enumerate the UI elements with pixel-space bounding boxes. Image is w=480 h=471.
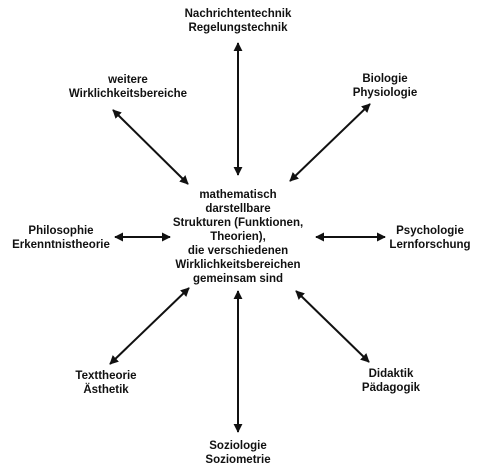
node-lower-right: Didaktik Pädagogik <box>346 367 436 395</box>
node-line: Soziometrie <box>205 454 271 466</box>
center-line: darstellbare <box>205 203 271 215</box>
center-line: mathematisch <box>199 189 277 201</box>
node-line: Lernforschung <box>389 239 471 251</box>
node-line: weitere <box>108 74 148 86</box>
node-upper-right: Biologie Physiologie <box>335 72 435 100</box>
node-upper-left: weitere Wirklichkeitsbereiche <box>58 73 198 101</box>
node-line: Wirklichkeitsbereiche <box>68 88 188 100</box>
node-line: Pädagogik <box>361 382 421 394</box>
center-line: Strukturen (Funktionen, <box>172 217 304 229</box>
arrow-upper-right <box>289 103 371 182</box>
node-line: Didaktik <box>368 368 414 380</box>
center-line: Theorien), <box>210 231 266 243</box>
node-line: Erkenntnistheorie <box>12 239 110 251</box>
node-lower-left: Texttheorie Ästhetik <box>56 369 156 397</box>
node-line: Biologie <box>362 73 408 85</box>
center-line: gemeinsam sind <box>192 273 284 285</box>
node-line: Ästhetik <box>83 384 129 396</box>
arrow-upper-left <box>112 109 189 185</box>
node-right: Psychologie Lernforschung <box>380 224 480 252</box>
node-bottom: Soziologie Soziometrie <box>188 439 288 467</box>
node-top: Nachrichtentechnik Regelungstechnik <box>168 7 308 35</box>
node-line: Regelungstechnik <box>188 22 288 34</box>
center-text: mathematisch darstellbare Strukturen (Fu… <box>150 188 326 286</box>
center-line: die verschiedenen <box>187 245 289 257</box>
node-left: Philosophie Erkenntnistheorie <box>2 224 120 252</box>
node-line: Psychologie <box>396 225 464 237</box>
center-line: Wirklichkeitsbereichen <box>175 259 301 271</box>
node-line: Texttheorie <box>75 370 137 382</box>
arrow-lower-left <box>109 287 190 365</box>
arrow-lower-right <box>295 290 370 363</box>
node-line: Philosophie <box>28 225 94 237</box>
node-line: Soziologie <box>209 440 267 452</box>
node-line: Physiologie <box>352 87 418 99</box>
node-line: Nachrichtentechnik <box>184 8 292 20</box>
